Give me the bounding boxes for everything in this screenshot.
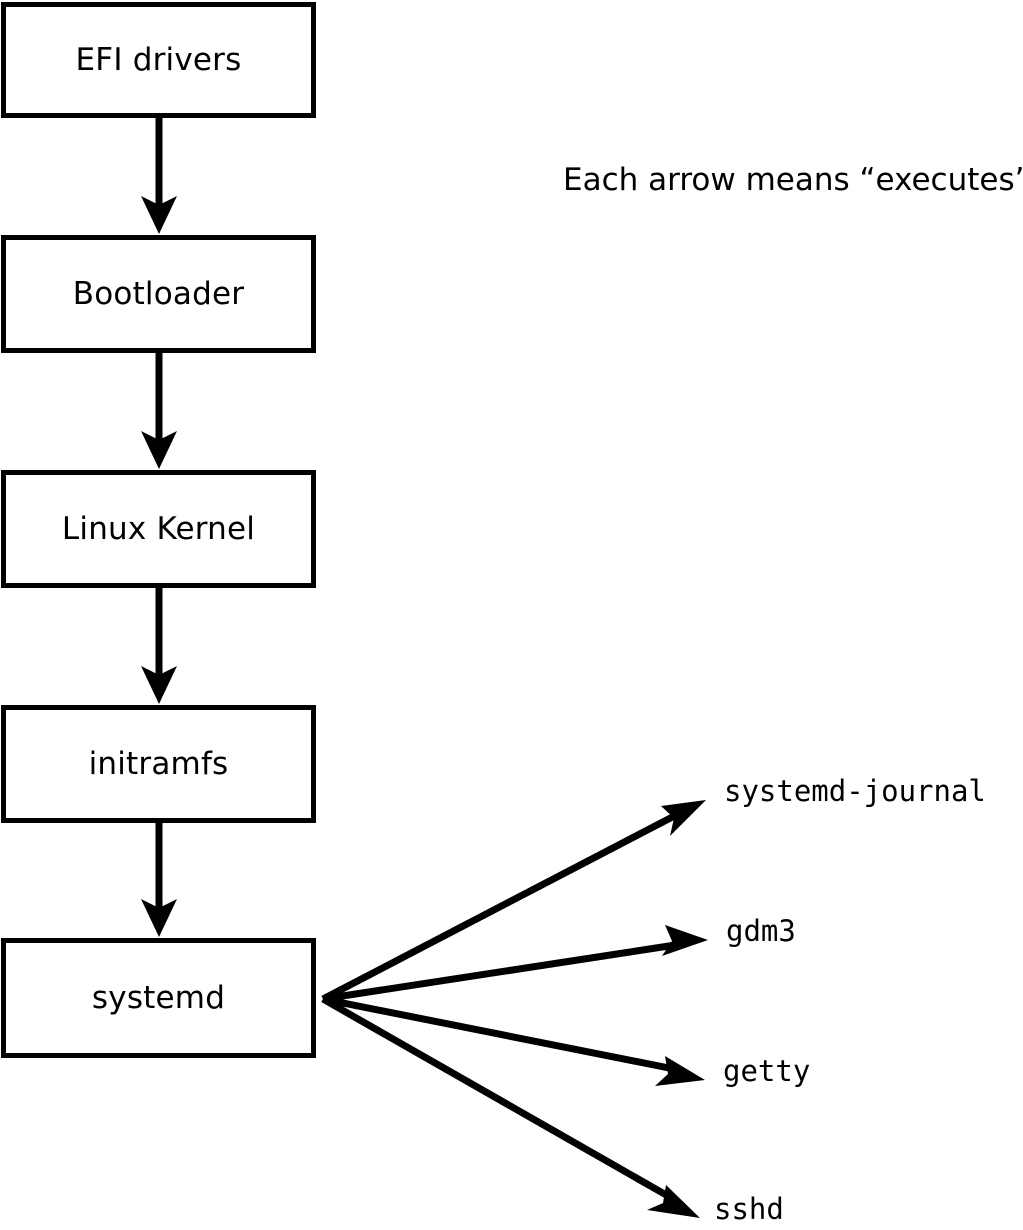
node-label-bootloader: Bootloader	[72, 275, 245, 312]
service-label-gdm3: gdm3	[726, 914, 796, 948]
node-label-initramfs: initramfs	[88, 745, 229, 782]
fanout-arrow-systemd-journal	[321, 800, 706, 1003]
fanout-arrow-getty	[322, 995, 705, 1086]
legend-annotation: Each arrow means “executes”.	[563, 162, 1023, 198]
service-label-systemd-journal: systemd-journal	[724, 774, 986, 808]
fanout-arrow-sshd	[321, 995, 700, 1218]
node-efi-drivers[interactable]: EFI drivers	[1, 2, 316, 118]
node-initramfs[interactable]: initramfs	[1, 705, 316, 823]
service-label-sshd: sshd	[714, 1192, 784, 1226]
chain-arrow-initramfs-to-systemd	[141, 823, 177, 937]
chain-arrow-efi-to-bootloader	[141, 118, 177, 234]
chain-arrow-bootloader-to-kernel	[141, 353, 177, 469]
node-label-linux-kernel: Linux Kernel	[61, 510, 256, 547]
node-label-efi-drivers: EFI drivers	[75, 41, 242, 78]
node-linux-kernel[interactable]: Linux Kernel	[1, 470, 316, 588]
node-bootloader[interactable]: Bootloader	[1, 235, 316, 353]
node-label-systemd: systemd	[91, 979, 226, 1016]
service-label-getty: getty	[723, 1054, 811, 1088]
node-systemd[interactable]: systemd	[1, 938, 316, 1058]
chain-arrow-kernel-to-initramfs	[141, 588, 177, 704]
fanout-arrow-gdm3	[322, 925, 708, 1003]
